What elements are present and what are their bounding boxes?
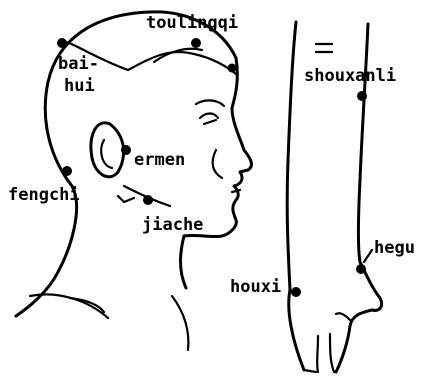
point-fengchi [62,166,72,176]
point-toulingqi-a [191,38,201,48]
point-houxi [291,287,301,297]
collar-line [172,296,188,350]
label-jiache: jiache [142,215,203,235]
cheek-line [213,150,222,178]
eyebrow [196,100,224,106]
hand-outline [289,262,382,372]
label-houxi: houxi [230,277,281,297]
label-ermen: ermen [134,150,185,170]
point-toulingqi-b [228,64,237,73]
leader-fengchi [118,196,134,202]
arm-right-edge [359,24,369,262]
acupoint-labels: toulingqi bai- hui ermen fengchi jiache … [8,13,415,297]
label-baihui-line2: hui [64,76,95,96]
label-hegu: hegu [374,238,415,258]
face-profile [184,58,251,237]
point-hegu [356,264,366,274]
point-jiache [143,195,153,205]
ear-inner [101,140,112,168]
head-figure [16,12,251,350]
label-shouxanli: shouxanli [304,66,396,86]
fingers [304,334,334,372]
label-baihui-line1: bai- [58,54,99,74]
eye [200,114,218,125]
label-toulingqi: toulingqi [146,13,238,33]
leader-hegu [364,250,372,262]
hair-line-2 [128,52,236,74]
ear [91,123,124,177]
arm-mark [316,44,332,52]
point-ermen [121,145,131,155]
arm-left-edge [287,22,296,290]
thumb-crease [336,313,350,320]
point-shouxanli [357,91,367,101]
label-fengchi: fengchi [8,185,80,205]
neck-front [181,236,187,288]
point-baihui [57,38,67,48]
